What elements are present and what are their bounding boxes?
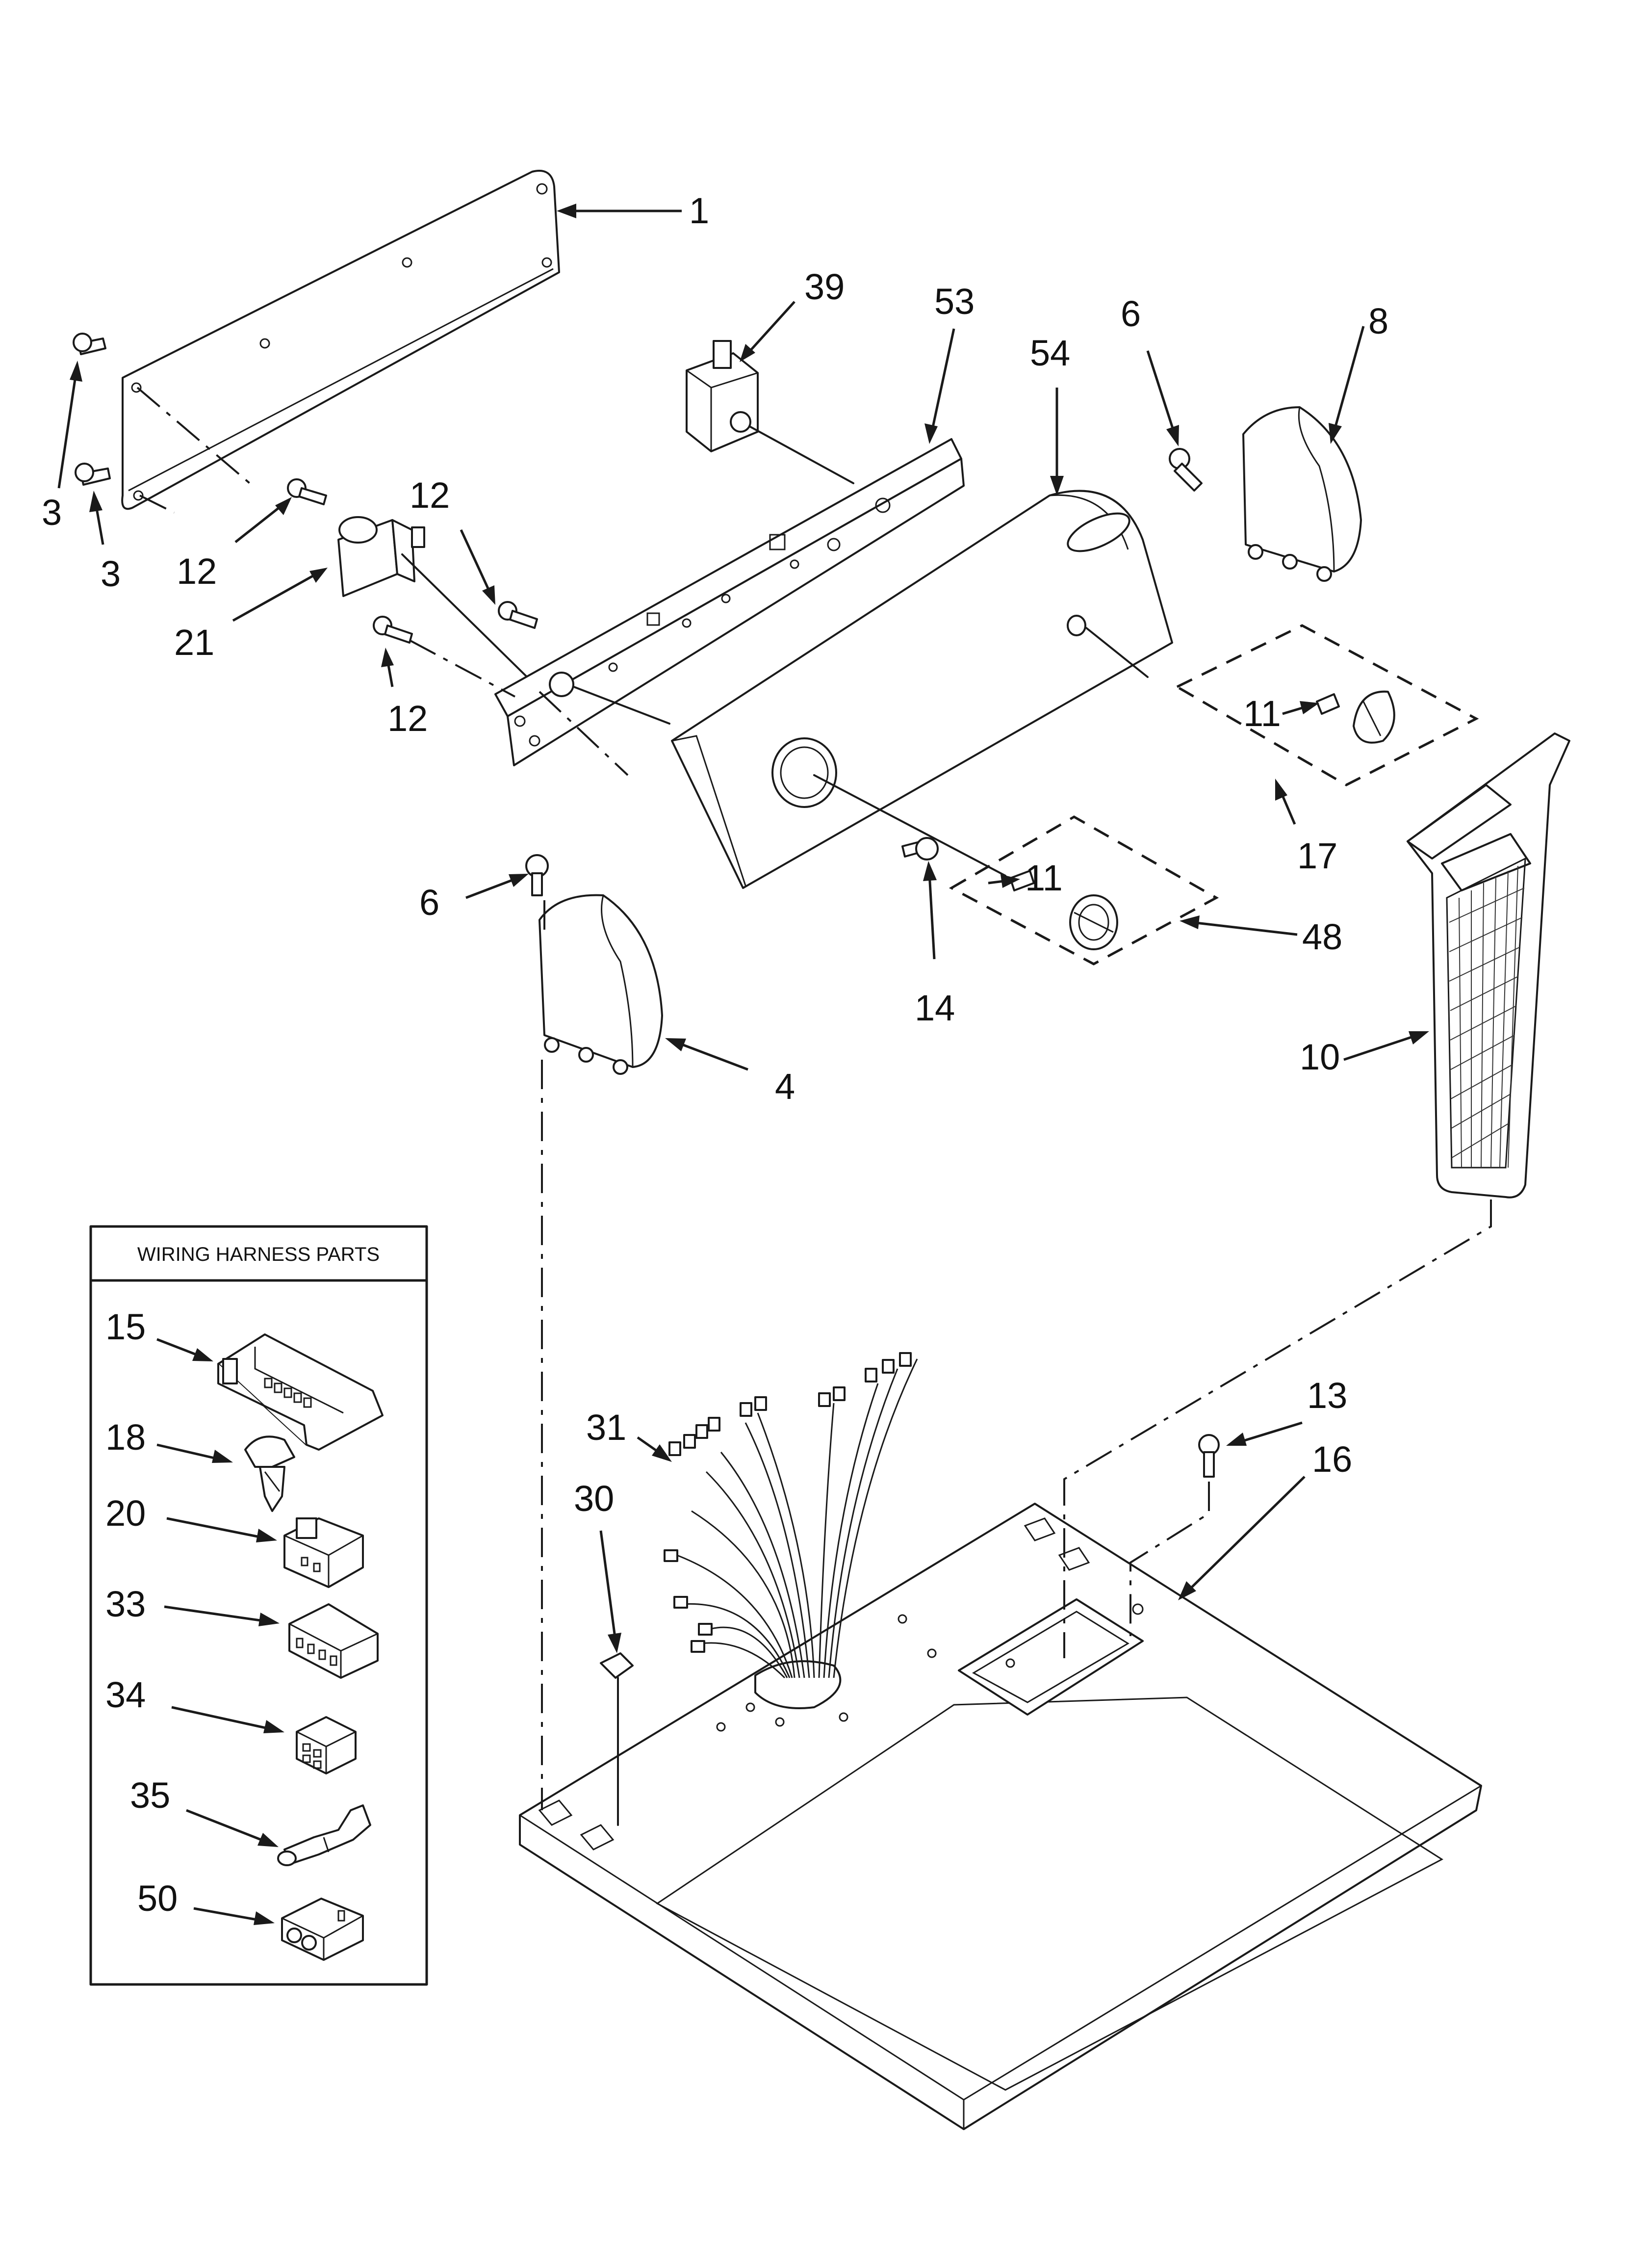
- wire-harness-31: [664, 1352, 918, 1679]
- callout-14: 14: [915, 988, 955, 1028]
- connector-33: [288, 1603, 379, 1679]
- harness-label-33: 33: [105, 1584, 146, 1624]
- callout-12-a: 12: [177, 551, 217, 592]
- connector-15: [217, 1333, 384, 1451]
- callout-21: 21: [174, 622, 214, 663]
- callout-3-upper: 3: [42, 492, 62, 533]
- harness-label-35: 35: [130, 1775, 170, 1816]
- callout-39: 39: [804, 266, 845, 307]
- callout-1: 1: [689, 190, 709, 231]
- callout-8: 8: [1368, 301, 1388, 341]
- callout-10: 10: [1300, 1037, 1340, 1077]
- callout-11-upper: 11: [1243, 693, 1281, 734]
- lint-screen-mesh: [1449, 865, 1525, 1168]
- callout-12-c: 12: [387, 698, 428, 739]
- screw-3-upper: [73, 333, 106, 355]
- connector-50: [281, 1898, 364, 1961]
- screw-3-lower: [75, 463, 111, 486]
- harness-label-34: 34: [105, 1674, 146, 1715]
- callout-4: 4: [775, 1066, 795, 1107]
- control-bracket-53: [494, 438, 965, 766]
- terminal-35: [277, 1804, 371, 1866]
- timer-39: [686, 340, 854, 484]
- callout-16: 16: [1312, 1439, 1352, 1480]
- callout-6-left: 6: [419, 882, 439, 923]
- callout-30: 30: [574, 1478, 614, 1519]
- callout-arrows: [57, 204, 1429, 1653]
- callout-53: 53: [934, 281, 975, 322]
- harness-label-20: 20: [105, 1493, 146, 1534]
- end-cap-4: [539, 894, 663, 1075]
- screw-6-right: [1169, 448, 1203, 492]
- harness-label-18: 18: [105, 1417, 146, 1458]
- screw-14: [901, 837, 939, 860]
- callout-48: 48: [1302, 916, 1342, 957]
- callout-12-b: 12: [410, 475, 450, 516]
- callout-3-lower: 3: [101, 553, 121, 594]
- knob-kit-17: [1174, 624, 1479, 786]
- callout-6-right: 6: [1121, 293, 1141, 334]
- switch-21: [337, 516, 536, 685]
- screw-6-left: [525, 854, 549, 896]
- top-panel-16: [519, 1503, 1482, 2130]
- knob-kit-48: [949, 815, 1219, 965]
- callout-17: 17: [1297, 835, 1337, 876]
- screw-12-c: [373, 616, 413, 644]
- screw-12-a: [287, 478, 327, 505]
- assembly-guides: [136, 387, 1492, 1810]
- wiring-harness-box: WIRING HARNESS PARTS 15 18: [89, 1225, 428, 1986]
- connector-20: [283, 1517, 364, 1588]
- harness-label-50: 50: [137, 1878, 178, 1919]
- rear-panel: [121, 170, 560, 510]
- lint-screen-10: [1407, 732, 1570, 1199]
- callout-13: 13: [1307, 1375, 1347, 1416]
- callout-11-lower: 11: [1025, 858, 1063, 898]
- clip-30: [600, 1652, 634, 1826]
- harness-label-15: 15: [105, 1306, 146, 1347]
- connector-34: [296, 1716, 357, 1774]
- clip-18: [244, 1435, 295, 1512]
- wiring-harness-title: WIRING HARNESS PARTS: [137, 1244, 380, 1265]
- end-cap-8: [1242, 406, 1362, 582]
- console-54: [671, 490, 1173, 889]
- callout-31: 31: [586, 1407, 626, 1448]
- callout-54: 54: [1030, 333, 1070, 373]
- screw-13: [1129, 1434, 1220, 1636]
- screw-12-b: [498, 601, 538, 629]
- callout-numbers: 1 3 3 12 12 12 21 39 53 54 6 8 11 17 6 1…: [42, 190, 1388, 1519]
